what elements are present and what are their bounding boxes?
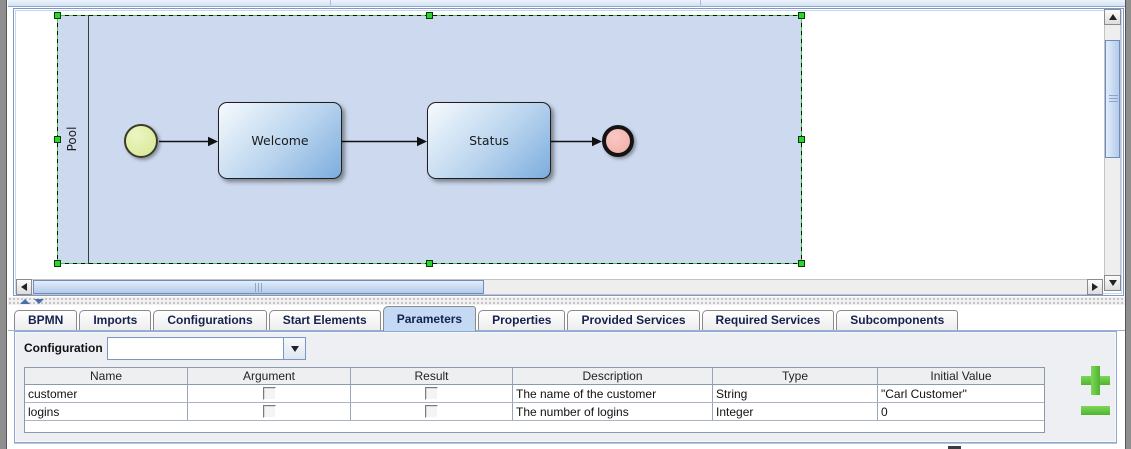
parameters-table: Name Argument Result Description Type In… bbox=[24, 367, 1045, 433]
tab-required-services[interactable]: Required Services bbox=[701, 310, 835, 331]
tabbar-underline bbox=[8, 330, 1125, 331]
cropped-element bbox=[948, 446, 961, 449]
scroll-left-button[interactable] bbox=[16, 279, 32, 295]
selection-handle-top-mid[interactable] bbox=[426, 12, 433, 19]
down-arrow-icon bbox=[1108, 280, 1117, 286]
cell-initial-value[interactable]: "Carl Customer" bbox=[881, 386, 967, 401]
selection-handle-top-left[interactable] bbox=[54, 12, 61, 19]
cell-type[interactable]: Integer bbox=[713, 403, 878, 420]
table-header-row: Name Argument Result Description Type In… bbox=[25, 368, 1044, 385]
add-parameter-button[interactable] bbox=[1081, 366, 1111, 396]
tab-subcomponents[interactable]: Subcomponents bbox=[836, 310, 959, 331]
cell-result bbox=[351, 403, 513, 420]
cell-name[interactable]: logins bbox=[25, 403, 188, 420]
selection-handle-mid-right[interactable] bbox=[798, 136, 805, 143]
tab-provided-services[interactable]: Provided Services bbox=[567, 310, 700, 331]
tab-configurations[interactable]: Configurations bbox=[153, 310, 267, 331]
argument-checkbox[interactable] bbox=[262, 387, 276, 400]
column-header-description[interactable]: Description bbox=[513, 368, 713, 385]
tab-imports[interactable]: Imports bbox=[79, 310, 152, 331]
split-sash[interactable] bbox=[8, 297, 1125, 305]
cell-name[interactable]: customer bbox=[25, 385, 188, 402]
left-frame-strip bbox=[0, 0, 7, 449]
cell-result bbox=[351, 385, 513, 402]
configuration-combobox[interactable] bbox=[107, 337, 306, 360]
column-header-result[interactable]: Result bbox=[351, 368, 513, 385]
tab-strip-seam bbox=[330, 0, 331, 7]
tab-start-elements[interactable]: Start Elements bbox=[268, 310, 381, 331]
selection-handle-bottom-mid[interactable] bbox=[426, 260, 433, 267]
scroll-down-button[interactable] bbox=[1104, 275, 1121, 291]
cell-argument bbox=[188, 385, 351, 402]
task-label: Status bbox=[469, 133, 509, 148]
result-checkbox[interactable] bbox=[425, 405, 438, 418]
tab-bpmn[interactable]: BPMN bbox=[14, 310, 78, 331]
table-row[interactable]: customer The name of the customer String… bbox=[25, 385, 1044, 403]
tab-properties[interactable]: Properties bbox=[478, 310, 566, 331]
cell-initial-value[interactable]: 0 bbox=[881, 404, 888, 419]
table-row[interactable]: logins The number of logins Integer 0 bbox=[25, 403, 1044, 421]
column-header-argument[interactable]: Argument bbox=[188, 368, 351, 385]
selection-handle-top-right[interactable] bbox=[798, 12, 805, 19]
task-node-status[interactable]: Status bbox=[427, 102, 551, 179]
cell-description[interactable]: The name of the customer bbox=[513, 385, 713, 402]
scroll-right-button[interactable] bbox=[1087, 279, 1103, 295]
configuration-label: Configuration bbox=[24, 341, 103, 355]
chevron-down-icon bbox=[290, 345, 299, 352]
scroll-up-button[interactable] bbox=[1104, 9, 1121, 25]
end-event-node[interactable] bbox=[602, 125, 634, 157]
cell-description[interactable]: The number of logins bbox=[513, 403, 713, 420]
remove-parameter-button[interactable] bbox=[1081, 406, 1110, 415]
tab-strip-seam bbox=[700, 0, 701, 7]
combobox-dropdown-button[interactable] bbox=[283, 338, 305, 359]
selection-handle-bottom-left[interactable] bbox=[54, 260, 61, 267]
sash-collapse-up-icon[interactable] bbox=[20, 299, 30, 304]
right-frame-strip bbox=[1125, 0, 1131, 449]
up-arrow-icon bbox=[1108, 14, 1117, 20]
task-label: Welcome bbox=[251, 133, 309, 148]
plus-icon bbox=[1091, 366, 1100, 395]
tab-parameters[interactable]: Parameters bbox=[382, 306, 477, 331]
start-event-node[interactable] bbox=[124, 124, 158, 158]
sash-collapse-down-icon[interactable] bbox=[34, 299, 44, 304]
result-checkbox[interactable] bbox=[425, 387, 438, 400]
task-node-welcome[interactable]: Welcome bbox=[218, 102, 342, 179]
selection-handle-mid-left[interactable] bbox=[54, 136, 61, 143]
editor-tab-strip bbox=[8, 0, 1125, 7]
column-header-type[interactable]: Type bbox=[713, 368, 878, 385]
left-arrow-icon bbox=[21, 283, 27, 291]
selection-handle-bottom-right[interactable] bbox=[798, 260, 805, 267]
right-arrow-icon bbox=[1092, 283, 1098, 291]
horizontal-scrollbar-thumb[interactable] bbox=[33, 280, 484, 294]
column-header-name[interactable]: Name bbox=[25, 368, 188, 385]
vertical-scrollbar-thumb[interactable] bbox=[1105, 40, 1120, 158]
column-header-initial-value[interactable]: Initial Value bbox=[878, 368, 1044, 385]
pool-label-separator bbox=[88, 15, 89, 264]
cell-type[interactable]: String bbox=[713, 385, 878, 402]
property-tabbar: BPMN Imports Configurations Start Elemen… bbox=[14, 306, 960, 331]
bottom-margin bbox=[8, 444, 1125, 449]
argument-checkbox[interactable] bbox=[262, 405, 276, 418]
cell-argument bbox=[188, 403, 351, 420]
